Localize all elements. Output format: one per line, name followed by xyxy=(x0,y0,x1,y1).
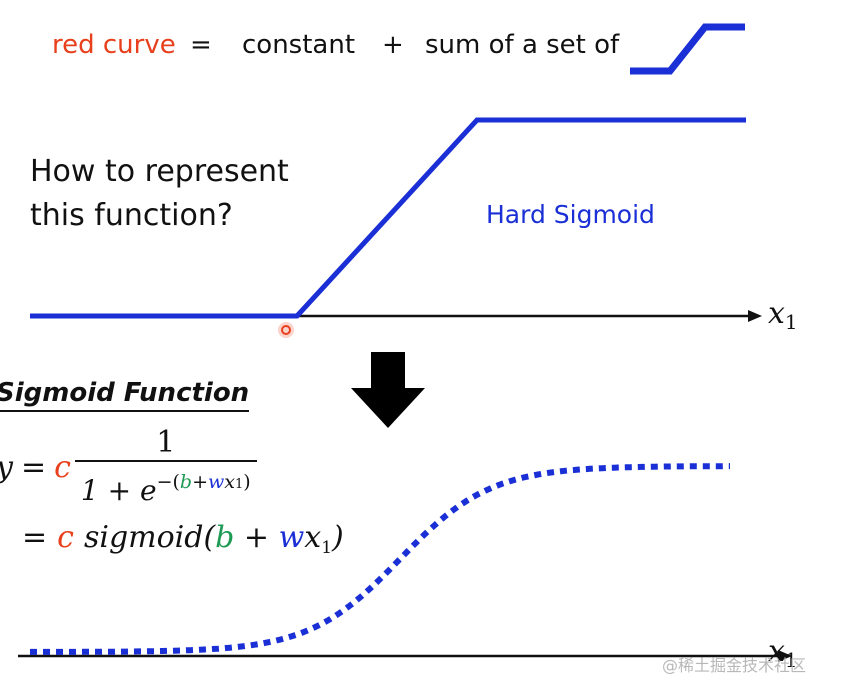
bottom-axis-x: x xyxy=(768,634,785,669)
top-axis-x: x xyxy=(768,296,785,331)
top-axis-label: x1 xyxy=(768,296,798,334)
exp-plus: + xyxy=(192,471,208,493)
exponent: −(b+wx1) xyxy=(157,471,251,493)
red-point-marker-ring xyxy=(281,325,291,335)
formula-y: y xyxy=(0,450,13,485)
constant-label: constant xyxy=(242,30,356,60)
exp-w: w xyxy=(208,471,225,493)
line2-equals: = xyxy=(22,520,48,555)
red-curve-label: red curve xyxy=(52,30,176,60)
denominator-base: 1 + e xyxy=(80,474,157,507)
formula-equals: = xyxy=(20,450,47,485)
formula-fraction: 1 1 + e−(b+wx1) xyxy=(74,425,257,509)
sigmoid-formula-line2: = c sigmoid(b + wx1) xyxy=(22,520,344,558)
fraction-denominator: 1 + e−(b+wx1) xyxy=(74,460,257,509)
top-axis-sub: 1 xyxy=(784,310,798,334)
bottom-axis-label: x1 xyxy=(768,634,798,672)
watermark: @稀土掘金技术社区 xyxy=(662,656,807,675)
line2-plus: + xyxy=(234,520,279,555)
line2-b: b xyxy=(215,520,235,555)
exp-b: b xyxy=(179,471,193,493)
sigmoid-title: Sigmoid Function xyxy=(0,378,250,412)
exp-x-sub: 1 xyxy=(234,477,244,492)
hard-sigmoid-label: Hard Sigmoid xyxy=(486,200,655,229)
sigmoid-formula: y = c 1 1 + e−(b+wx1) xyxy=(0,426,257,509)
hard-sigmoid-curve xyxy=(30,117,746,319)
equals-sign: = xyxy=(190,30,212,60)
line2-c: c xyxy=(57,520,74,555)
line2-close: ) xyxy=(332,520,344,555)
sum-label: sum of a set of xyxy=(425,30,620,60)
sigmoid-curve xyxy=(30,463,730,655)
red-point-marker xyxy=(278,322,294,338)
plus-sign: + xyxy=(382,30,404,60)
line2-sigmoid: sigmoid( xyxy=(83,520,216,555)
bottom-axis-sub: 1 xyxy=(784,648,798,672)
line2-w: w xyxy=(278,520,305,555)
hard-sigmoid-icon xyxy=(630,23,745,75)
formula-c: c xyxy=(54,450,71,485)
exp-open: −( xyxy=(156,471,180,493)
top-x-axis-arrowhead xyxy=(748,310,762,322)
line2-x-sub: 1 xyxy=(321,538,333,558)
down-arrow-icon xyxy=(351,352,425,428)
line2-x: x xyxy=(304,520,322,555)
exp-close: ) xyxy=(243,471,251,493)
question-text: How to represent this function? xyxy=(30,154,289,233)
exp-x: x xyxy=(224,471,235,493)
fraction-numerator: 1 xyxy=(156,425,176,460)
bottom-x-axis-arrowhead xyxy=(778,650,792,662)
